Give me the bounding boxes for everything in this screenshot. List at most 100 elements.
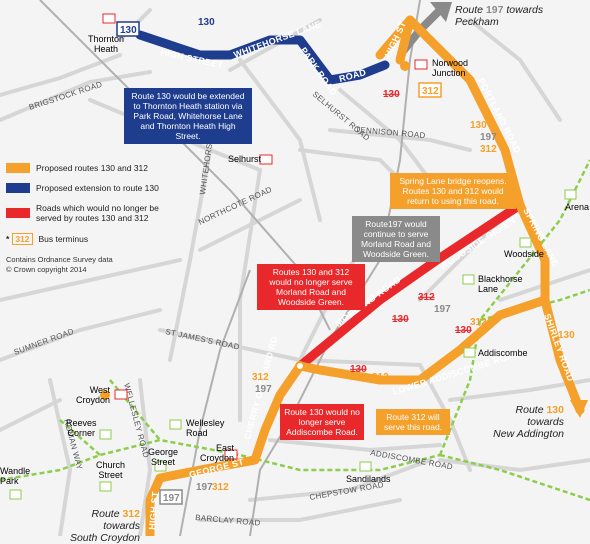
- route-num-130-struck-nj: 130: [383, 89, 400, 100]
- dest-peckham-pre: Route: [455, 4, 486, 16]
- dest-sc-num: 312: [122, 508, 140, 520]
- dest-sc-post: towards South Croydon: [69, 520, 140, 544]
- place-george-street: George Street: [148, 447, 179, 467]
- route-num-east-197: 197: [196, 482, 213, 493]
- dest-na-pre: Route: [515, 404, 547, 416]
- legend-label-blue: Proposed extension to route 130: [36, 183, 159, 193]
- tram-stop-icon: [359, 461, 372, 472]
- place-addiscombe: Addiscombe: [478, 348, 528, 358]
- rail-station-icon: [102, 13, 116, 24]
- place-wandle-park: Wandle Park: [0, 466, 31, 486]
- place-wellesley-road: Wellesley Road: [186, 418, 225, 438]
- place-arena: Arena: [565, 202, 590, 212]
- rail-station-icon: [114, 389, 128, 400]
- tram-stop-icon: [169, 419, 182, 430]
- route-num-woodside-197: 197: [434, 304, 451, 315]
- route-num-portland-130: 130: [470, 120, 487, 131]
- callout-no-130: Route 130 would no longer serve Addiscom…: [280, 404, 364, 440]
- terminus-box-130: [116, 21, 140, 37]
- overground-roundel-icon: [100, 390, 110, 400]
- route-num-portland-197: 197: [480, 132, 497, 143]
- route-num-shirley-130: 130: [558, 330, 575, 341]
- label-shirley-road: SHIRLEY ROAD: [542, 312, 576, 383]
- route-num-lower-130-struck: 130: [350, 364, 367, 375]
- route-num-woodside-130-struck: 130: [392, 314, 409, 325]
- dest-na-post: towards New Addington: [493, 416, 564, 440]
- place-thornton-heath: Thornton Heath: [88, 34, 125, 54]
- rail-station-icon: [414, 59, 428, 70]
- tram-stop-icon: [564, 189, 577, 200]
- place-norwood-junction: Norwood Junction: [432, 58, 469, 78]
- place-blackhorse-lane: Blackhorse Lane: [478, 274, 523, 294]
- dest-south-croydon: Route 312 towards South Croydon: [56, 508, 140, 544]
- label-barclay-road: BARCLAY ROAD: [195, 513, 261, 528]
- orange-arrow-new-addington: [570, 400, 588, 418]
- place-woodside: Woodside: [504, 249, 544, 259]
- place-selhurst: Selhurst: [228, 154, 262, 164]
- grey-arrow-head: [430, 2, 452, 22]
- label-woodside-green: WOODSIDE GREEN: [438, 215, 518, 272]
- dest-new-addington: Route 130 towards New Addington: [480, 404, 564, 440]
- rail-station-icon: [224, 449, 238, 460]
- dest-peckham: Route 197 towards Peckham: [455, 4, 543, 28]
- label-road: ROAD: [338, 67, 368, 84]
- place-sandilands: Sandilands: [346, 474, 391, 484]
- terminus-box-197: [159, 489, 183, 505]
- label-high-st-sw: HIGH ST: [147, 491, 160, 531]
- route-num-197-terminus: 197: [163, 493, 180, 504]
- legend-label-orange: Proposed routes 130 and 312: [36, 163, 149, 173]
- callout-red-roads: Routes 130 and 312 would no longer serve…: [257, 264, 365, 310]
- red-withdrawn-road: [295, 200, 525, 371]
- route-num-312-nj: 312: [422, 86, 439, 97]
- legend-swatch-orange: [6, 163, 30, 173]
- place-east-croydon: East Croydon: [200, 443, 235, 463]
- map-legend: Proposed routes 130 and 312 Proposed ext…: [6, 163, 186, 275]
- asterisk-icon: *: [6, 234, 10, 244]
- legend-row-orange: Proposed routes 130 and 312: [6, 163, 186, 173]
- legend-swatch-red: [6, 208, 30, 218]
- route-num-east-312: 312: [212, 482, 229, 493]
- route-num-130-terminus: 130: [120, 25, 137, 36]
- legend-label-terminus: Bus terminus: [38, 234, 89, 244]
- route-num-cherry-197: 197: [255, 384, 272, 395]
- route-num-cherry-312: 312: [252, 372, 269, 383]
- background-roads: [0, 8, 590, 536]
- tram-stop-icon: [99, 481, 112, 492]
- dest-peckham-num: 197: [485, 4, 504, 16]
- rail-station-icon: [259, 154, 273, 165]
- blue-extension-route: [135, 30, 390, 85]
- tram-stop-icon: [519, 237, 532, 248]
- copyright-note: Contains Ordnance Survey data © Crown co…: [6, 255, 113, 274]
- label-selhurst-road: SELHURST ROAD: [311, 90, 372, 143]
- place-west-croydon: West Croydon: [76, 385, 111, 405]
- route-num-portland-312: 312: [480, 144, 497, 155]
- dest-sc-pre: Route: [91, 508, 123, 520]
- legend-swatch-blue: [6, 183, 30, 193]
- tram-stop-icon: [9, 489, 22, 500]
- route-num-lower-312: 312: [372, 372, 389, 383]
- place-reeves-corner: Reeves Corner: [66, 418, 97, 438]
- legend-row-blue: Proposed extension to route 130: [6, 183, 186, 193]
- dest-peckham-post: towards Peckham: [455, 4, 544, 28]
- terminus-box-312: [418, 82, 442, 98]
- callout-spring-lane: Spring Lane bridge reopens. Routes 130 a…: [390, 173, 516, 209]
- tram-stop-icon: [99, 429, 112, 440]
- route-num-woodside-312-struck: 312: [418, 292, 435, 303]
- route-num-130-top: 130: [198, 17, 215, 28]
- tram-stop-icon: [463, 347, 476, 358]
- junction-dot: [295, 361, 305, 371]
- overground-roundel-icon: [400, 61, 410, 71]
- callout-route-312: Route 312 will serve this road.: [376, 409, 450, 435]
- legend-row-red: Roads which would no longer be served by…: [6, 203, 186, 223]
- tram-stop-icon: [154, 461, 167, 472]
- callout-blue-extension: Route 130 would be extended to Thornton …: [124, 88, 252, 144]
- dest-na-num: 130: [546, 404, 564, 416]
- legend-label-red: Roads which would no longer be served by…: [36, 203, 159, 223]
- callout-route197: Route197 would continue to serve Morland…: [352, 216, 440, 262]
- place-church-street: Church Street: [96, 460, 126, 480]
- route-num-lower-312b: 312: [470, 317, 487, 328]
- label-sumner-road: SUMNER ROAD: [13, 327, 76, 357]
